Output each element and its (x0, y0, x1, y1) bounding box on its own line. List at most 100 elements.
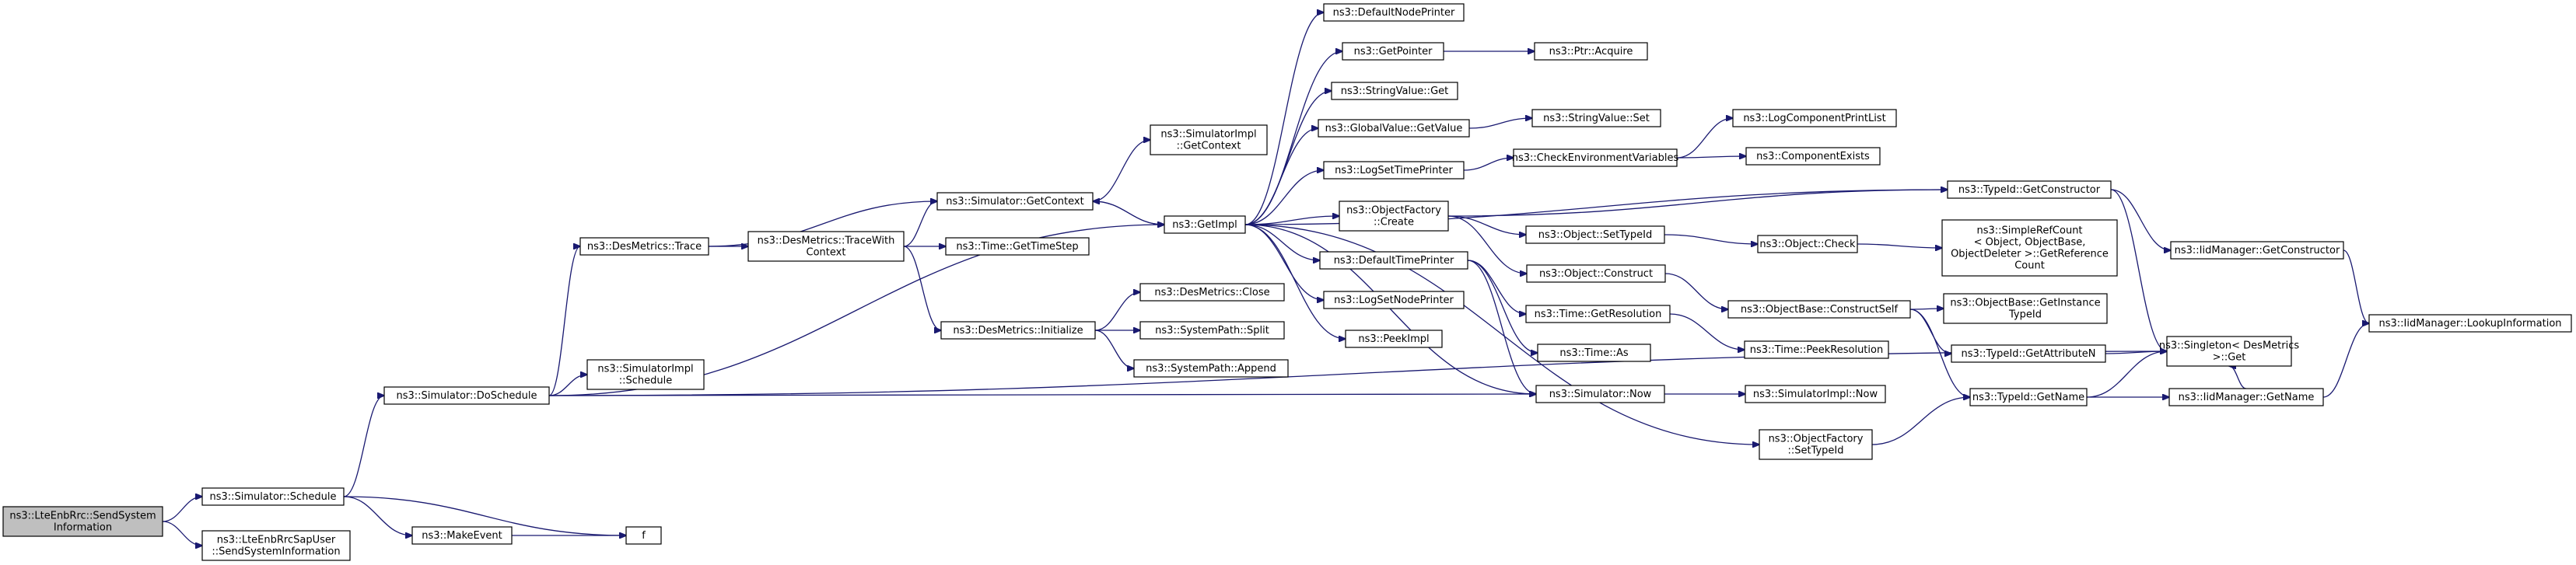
node-box[interactable] (1951, 344, 2106, 363)
node-box[interactable] (2168, 388, 2324, 406)
node-box[interactable] (1139, 321, 1285, 340)
node-box[interactable] (586, 359, 705, 390)
node-box[interactable] (1339, 201, 1449, 232)
node-box[interactable] (2170, 241, 2344, 260)
node-f[interactable]: f (625, 526, 662, 545)
node-simimpl-now[interactable]: ns3::SimulatorImpl::Now (1745, 385, 1886, 403)
node-box[interactable] (1133, 359, 1289, 378)
node-box[interactable] (1525, 225, 1665, 244)
node-component-exists[interactable]: ns3::ComponentExists (1745, 147, 1881, 166)
node-box[interactable] (1745, 147, 1881, 166)
node-box[interactable] (1941, 219, 2118, 277)
node-iidmanager-lookup[interactable]: ns3::IidManager::LookupInformation (2368, 314, 2572, 333)
node-box[interactable] (1345, 330, 1443, 348)
node-objectbase-constructself[interactable]: ns3::ObjectBase::ConstructSelf (1727, 300, 1911, 319)
node-box[interactable] (1318, 119, 1470, 138)
node-box[interactable] (383, 386, 550, 405)
node-box[interactable] (945, 237, 1090, 256)
node-time-gettimestep[interactable]: ns3::Time::GetTimeStep (945, 237, 1090, 256)
node-sim-now[interactable]: ns3::Simulator::Now (1535, 385, 1665, 403)
node-box[interactable] (1732, 109, 1897, 127)
node-globalvalue-getvalue[interactable]: ns3::GlobalValue::GetValue (1318, 119, 1470, 138)
node-box[interactable] (1331, 82, 1458, 100)
node-box[interactable] (1164, 215, 1246, 234)
node-get-pointer[interactable]: ns3::GetPointer (1342, 42, 1444, 61)
node-box[interactable] (1323, 3, 1465, 22)
node-time-getresolution[interactable]: ns3::Time::GetResolution (1525, 305, 1671, 323)
node-iidmanager-getname[interactable]: ns3::IidManager::GetName (2168, 388, 2324, 406)
node-box[interactable] (1969, 388, 2088, 406)
node-box[interactable] (2368, 314, 2572, 333)
node-box[interactable] (1323, 291, 1465, 309)
node-simimpl-getcontext[interactable]: ns3::SimulatorImpl::GetContext (1150, 124, 1268, 155)
node-lte-send[interactable]: ns3::LteEnbRrc::SendSystemInformation (2, 506, 163, 537)
node-box[interactable] (936, 192, 1094, 211)
node-box[interactable] (2, 506, 163, 537)
node-box[interactable] (1323, 161, 1465, 180)
node-stringvalue-get[interactable]: ns3::StringValue::Get (1331, 82, 1458, 100)
node-box[interactable] (1727, 300, 1911, 319)
node-default-time-printer[interactable]: ns3::DefaultTimePrinter (1319, 251, 1468, 270)
node-box[interactable] (2166, 336, 2292, 367)
node-box[interactable] (1319, 251, 1468, 270)
node-simplerefcount[interactable]: ns3::SimpleRefCount< Object, ObjectBase,… (1941, 219, 2118, 277)
node-box[interactable] (940, 321, 1096, 340)
node-box[interactable] (411, 526, 513, 545)
node-typeid-getattributen[interactable]: ns3::TypeId::GetAttributeN (1951, 344, 2106, 363)
node-default-node-printer[interactable]: ns3::DefaultNodePrinter (1323, 3, 1465, 22)
node-object-check[interactable]: ns3::Object::Check (1757, 235, 1858, 253)
node-singleton-get[interactable]: ns3::Singleton< DesMetrics >::Get (2159, 336, 2300, 367)
node-syspath-split[interactable]: ns3::SystemPath::Split (1139, 321, 1285, 340)
node-box[interactable] (1744, 340, 1889, 359)
node-box[interactable] (201, 530, 351, 561)
node-sapuser-send[interactable]: ns3::LteEnbRrcSapUser::SendSystemInforma… (201, 530, 351, 561)
node-des-initialize[interactable]: ns3::DesMetrics::Initialize (940, 321, 1096, 340)
node-box[interactable] (1342, 42, 1444, 61)
node-check-env[interactable]: ns3::CheckEnvironmentVariables (1512, 148, 1679, 167)
node-log-printlist[interactable]: ns3::LogComponentPrintList (1732, 109, 1897, 127)
node-object-settypeid[interactable]: ns3::Object::SetTypeId (1525, 225, 1665, 244)
node-peekimpl[interactable]: ns3::PeekImpl (1345, 330, 1443, 348)
node-box[interactable] (201, 487, 345, 506)
node-log-settimeprinter[interactable]: ns3::LogSetTimePrinter (1323, 161, 1465, 180)
node-sim-schedule[interactable]: ns3::Simulator::Schedule (201, 487, 345, 506)
node-box[interactable] (1526, 264, 1666, 283)
node-getimpl[interactable]: ns3::GetImpl (1164, 215, 1246, 234)
node-syspath-append[interactable]: ns3::SystemPath::Append (1133, 359, 1289, 378)
node-ptr-acquire[interactable]: ns3::Ptr::Acquire (1534, 42, 1648, 61)
node-box[interactable] (1535, 385, 1665, 403)
node-log-setnodeprinter[interactable]: ns3::LogSetNodePrinter (1323, 291, 1465, 309)
node-box[interactable] (1947, 180, 2112, 199)
node-box[interactable] (1531, 109, 1661, 127)
node-box[interactable] (1759, 429, 1873, 460)
node-box[interactable] (1537, 344, 1651, 362)
node-object-construct[interactable]: ns3::Object::Construct (1526, 264, 1666, 283)
node-box[interactable] (1139, 283, 1285, 302)
node-typeid-getconstructor[interactable]: ns3::TypeId::GetConstructor (1947, 180, 2112, 199)
node-box[interactable] (1757, 235, 1858, 253)
node-time-as[interactable]: ns3::Time::As (1537, 344, 1651, 362)
node-box[interactable] (625, 526, 662, 545)
node-make-event[interactable]: ns3::MakeEvent (411, 526, 513, 545)
node-iidmanager-getconstructor[interactable]: ns3::IidManager::GetConstructor (2170, 241, 2344, 260)
node-time-peekresolution[interactable]: ns3::Time::PeekResolution (1744, 340, 1889, 359)
node-box[interactable] (1525, 305, 1671, 323)
node-simimpl-schedule[interactable]: ns3::SimulatorImpl::Schedule (586, 359, 705, 390)
node-sim-getcontext[interactable]: ns3::Simulator::GetContext (936, 192, 1094, 211)
node-des-trace[interactable]: ns3::DesMetrics::Trace (579, 237, 709, 256)
node-des-close[interactable]: ns3::DesMetrics::Close (1139, 283, 1285, 302)
node-box[interactable] (1513, 148, 1678, 167)
node-objectfactory-settypeid[interactable]: ns3::ObjectFactory::SetTypeId (1759, 429, 1873, 460)
node-box[interactable] (1150, 124, 1268, 155)
node-box[interactable] (1534, 42, 1648, 61)
node-box[interactable] (747, 231, 905, 262)
node-box[interactable] (1943, 293, 2108, 324)
node-do-schedule[interactable]: ns3::Simulator::DoSchedule (383, 386, 550, 405)
node-stringvalue-set[interactable]: ns3::StringValue::Set (1531, 109, 1661, 127)
node-box[interactable] (579, 237, 709, 256)
node-typeid-getname[interactable]: ns3::TypeId::GetName (1969, 388, 2088, 406)
node-box[interactable] (1745, 385, 1886, 403)
node-objectfactory-create[interactable]: ns3::ObjectFactory::Create (1339, 201, 1449, 232)
